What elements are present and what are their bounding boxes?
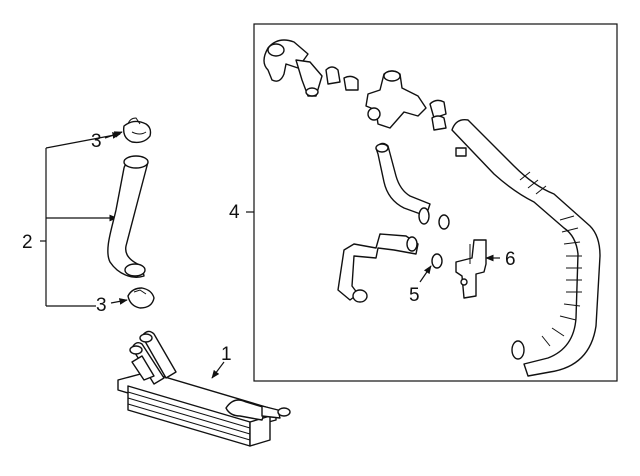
leader-3-bottom [110,298,128,305]
clamp-top [122,117,152,144]
callout-5: 5 [409,285,420,306]
callout-3-top: 3 [91,131,102,152]
leader-5 [419,265,432,283]
callout-6: 6 [505,249,516,270]
leader-1 [211,361,225,379]
callout-3-bottom: 3 [96,295,107,316]
kit-pipes [263,39,601,377]
clamp-bottom [127,287,155,309]
coolant-hose [107,155,149,278]
callout-1: 1 [221,344,232,365]
callout-2: 2 [22,232,33,253]
callout-4: 4 [229,202,240,223]
kit-frame [253,23,618,382]
callout-2-bracket [40,132,121,307]
oil-cooler [117,330,291,447]
leader-3-top [104,131,123,139]
